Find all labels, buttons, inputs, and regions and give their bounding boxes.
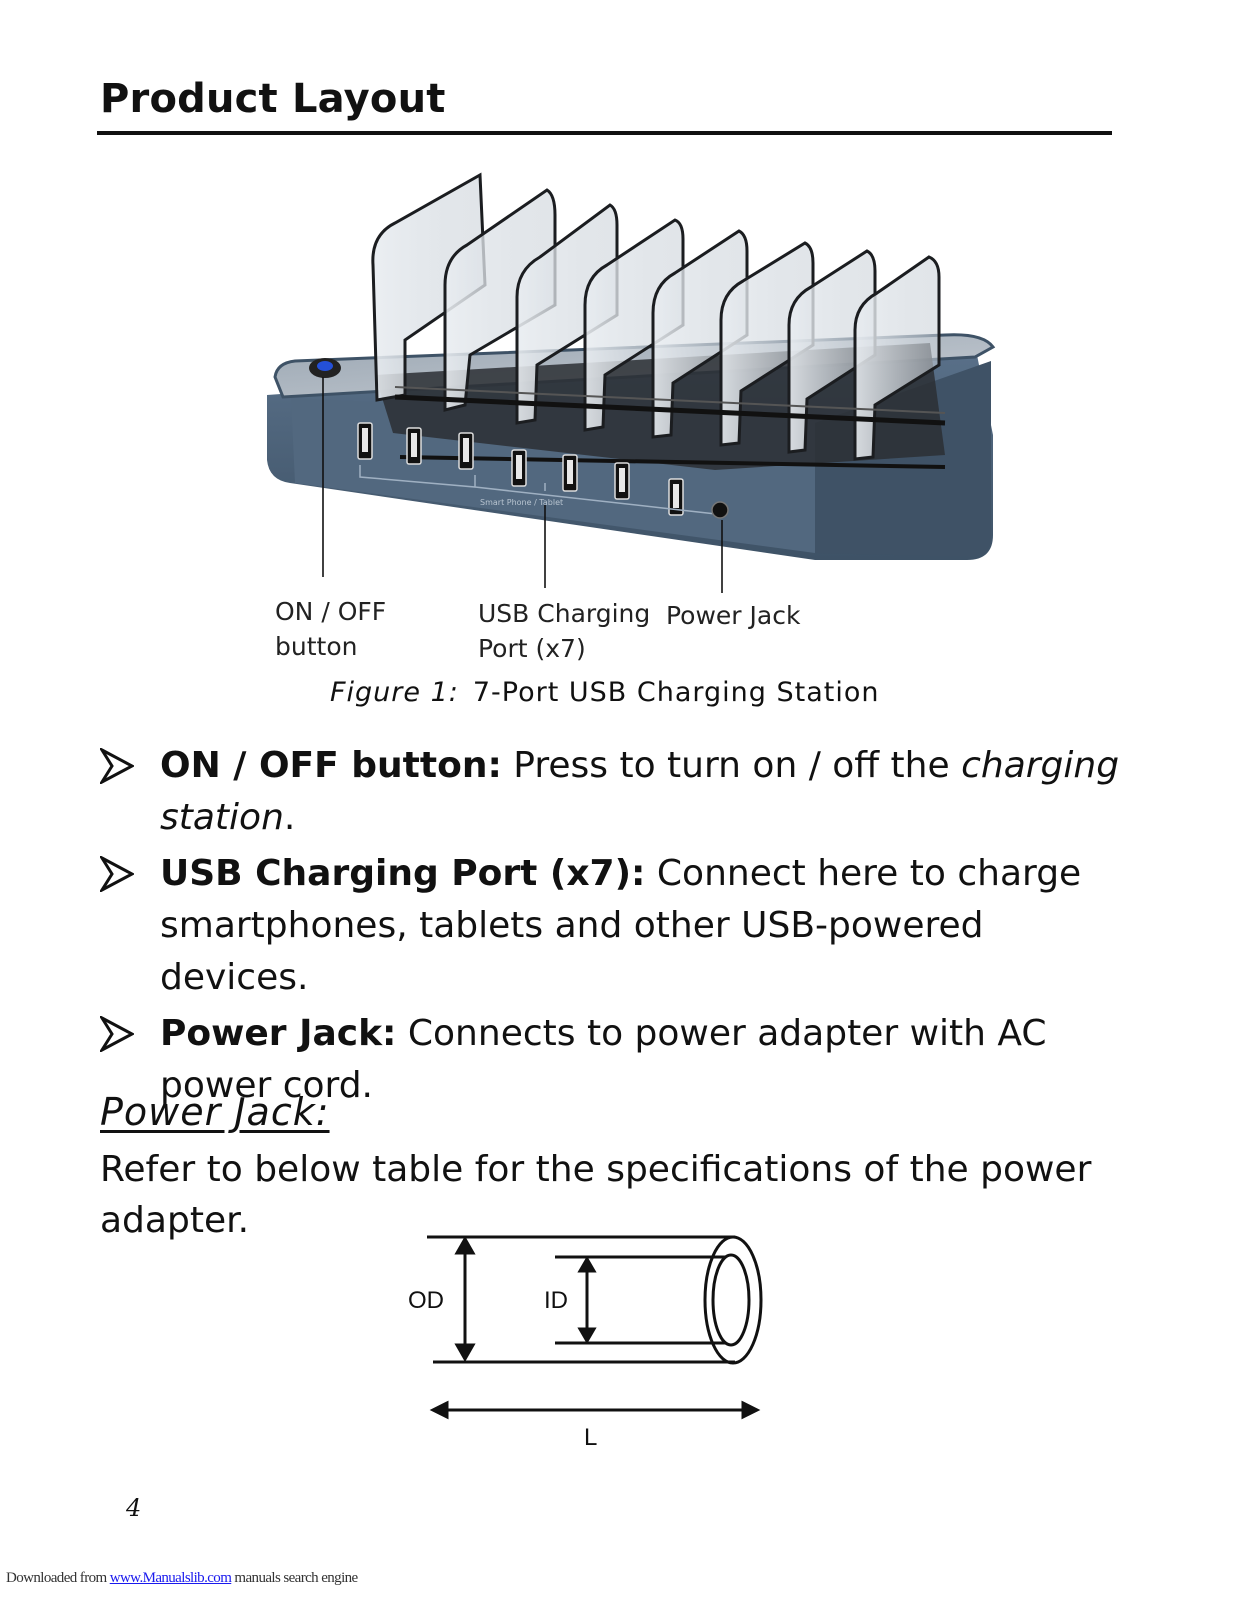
heading-rule [97,131,1112,135]
divider-panels [371,172,941,461]
charging-station-illustration: Smart Phone / Tablet [267,172,996,593]
power-jack-icon [711,501,729,519]
page-heading: Product Layout [100,76,446,122]
manualslib-link[interactable]: www.Manualslib.com [109,1570,232,1586]
figure-caption: Figure 1: 7-Port USB Charging Station [330,677,880,708]
figure-label: Figure 1: [330,677,459,708]
arrow-bullet-icon [100,748,134,784]
id-label: ID [544,1287,568,1314]
usb-ports [357,422,684,516]
power-jack-dimension-diagram [427,1235,763,1420]
figure-title: 7-Port USB Charging Station [472,677,880,708]
download-footer: Downloaded from www.Manualslib.com manua… [6,1570,358,1586]
list-item: Power Jack: Connects to power adapter wi… [100,1008,1130,1112]
arrow-bullet-icon [100,1016,134,1052]
feature-list: ON / OFF button: Press to turn on / off … [100,740,1130,1116]
arrow-bullet-icon [100,856,134,892]
list-item: ON / OFF button: Press to turn on / off … [100,740,1130,844]
od-label: OD [408,1287,444,1314]
power-jack-section-title: Power Jack: [100,1090,330,1134]
callout-leaders [322,377,723,593]
page-number: 4 [126,1494,142,1522]
callout-power-jack: Power Jack [666,601,801,630]
length-label: L [584,1424,598,1451]
power-jack-section-text: Refer to below table for the specificati… [100,1149,1092,1241]
list-item: USB Charging Port (x7): Connect here to … [100,848,1130,1004]
callout-on-off-button: ON / OFF button [275,597,387,661]
callout-usb-charging-port: USB Charging Port (x7) [478,599,651,663]
base-print-label: Smart Phone / Tablet [480,498,563,507]
